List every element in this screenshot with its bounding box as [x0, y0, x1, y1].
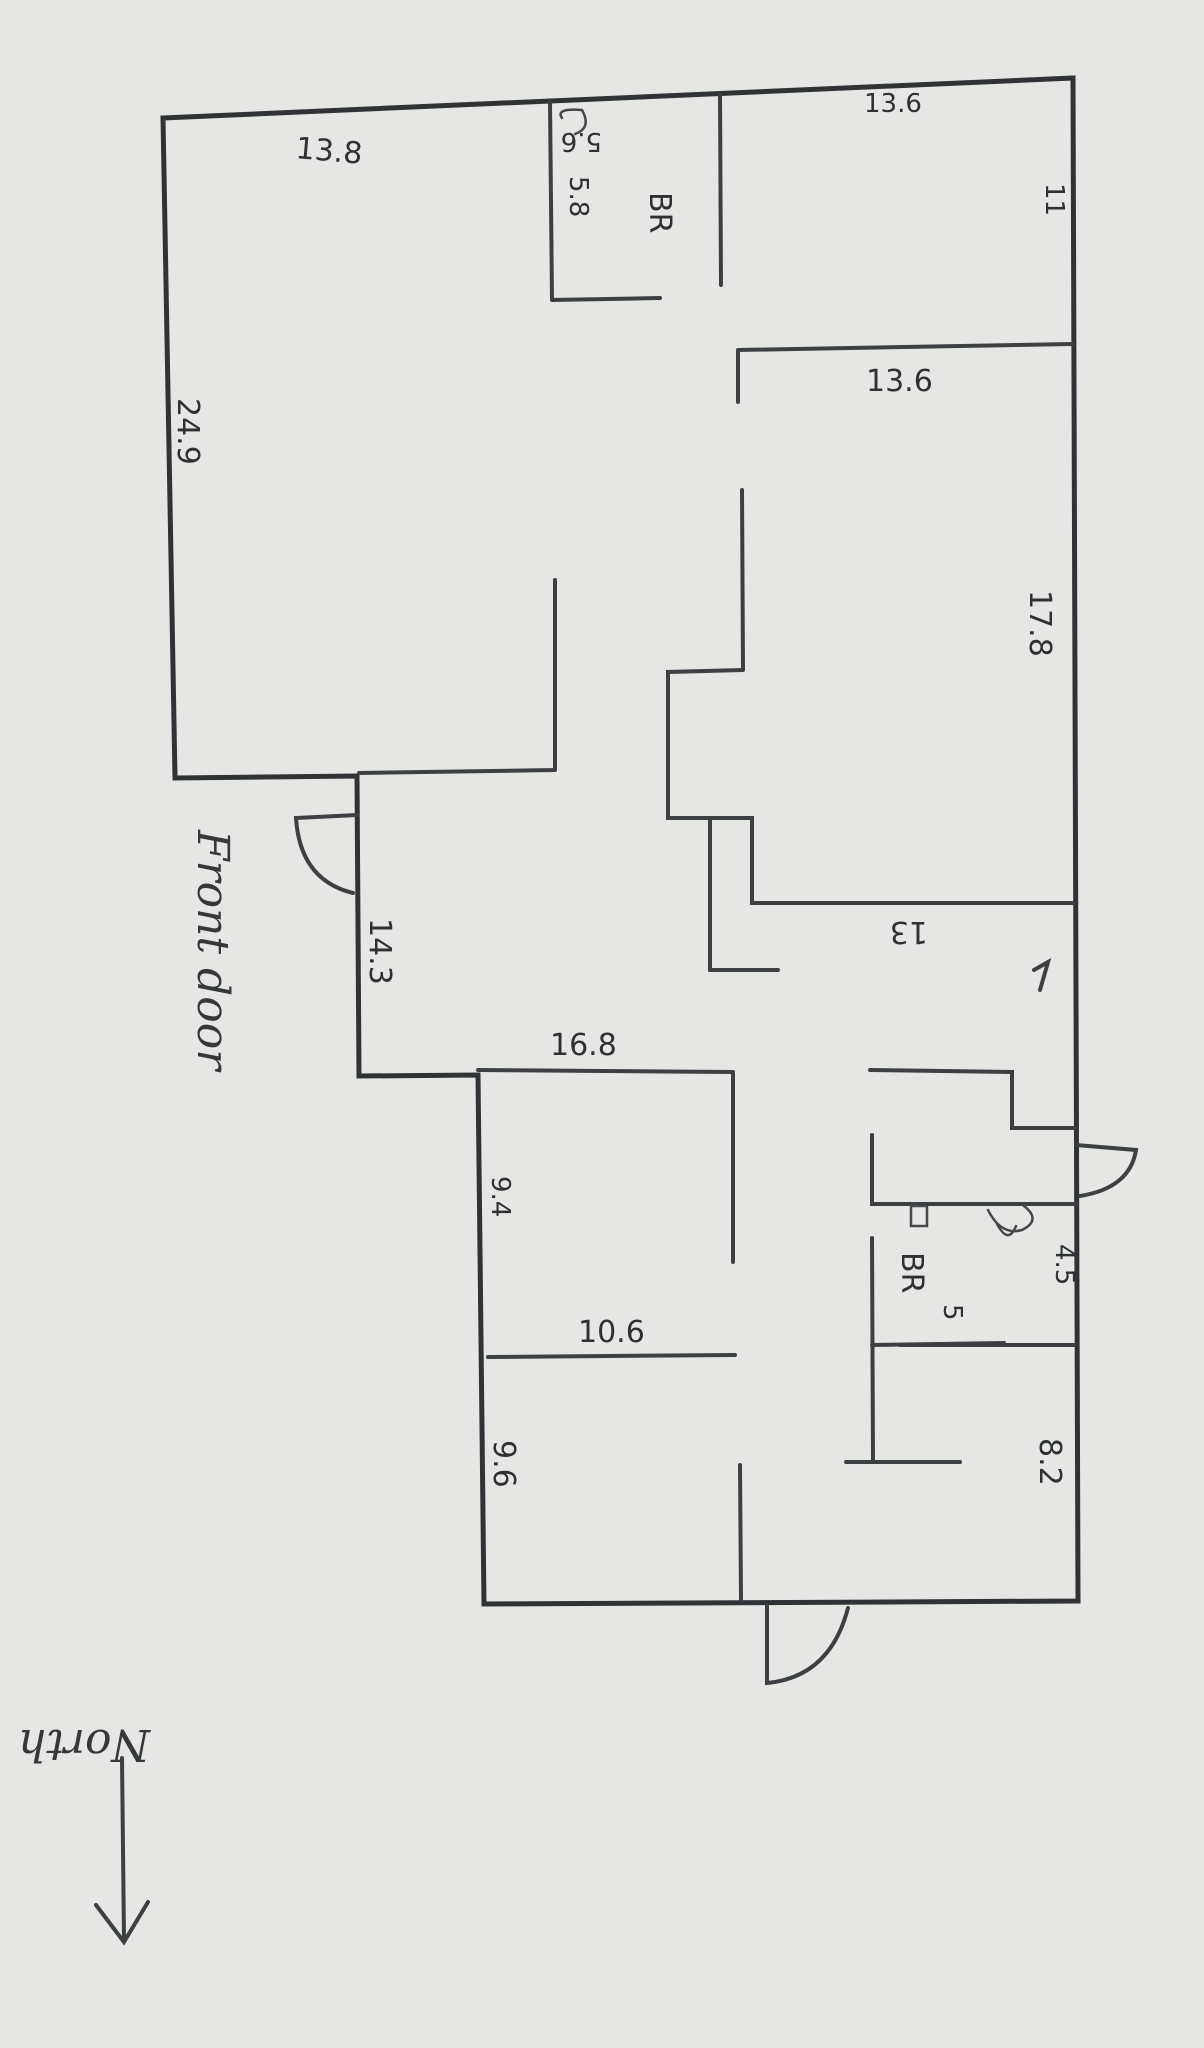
dimension-label: 13.6: [864, 89, 922, 119]
rear-door-swing: [765, 1604, 850, 1686]
dimension-label: 5.8: [563, 176, 593, 217]
dimension-label: 13.6: [866, 364, 933, 399]
north-arrow-icon: [94, 1756, 150, 1946]
exterior-wall: [160, 75, 1081, 1607]
dimension-label: 5: [937, 1304, 967, 1321]
dimension-label: 13.8: [294, 131, 364, 172]
bathroom-fixtures: [559, 108, 1034, 1237]
dimension-label: 16.8: [550, 1028, 617, 1063]
dimension-label: 4.5: [1049, 1244, 1079, 1285]
door-marker: [1032, 957, 1052, 992]
room-label-br-2: BR: [894, 1252, 929, 1293]
dimension-label: 10.6: [578, 1315, 645, 1350]
room-label-br-1: BR: [642, 192, 677, 233]
dimension-label: 9.4: [485, 1176, 515, 1217]
dimension-labels: 13.8 5.6 5.8 13.6 11 24.9 13.6 17.8 13 1…: [170, 89, 1079, 1488]
dimension-label: 8.2: [1032, 1438, 1067, 1486]
front-door-swing: [293, 813, 359, 895]
side-door-swing: [1074, 1143, 1139, 1198]
dimension-label: 24.9: [170, 398, 205, 465]
dimension-label: 17.8: [1022, 590, 1057, 657]
interior-walls: [357, 93, 1078, 1602]
dimension-label: 13: [890, 914, 928, 949]
dimension-label: 14.3: [362, 918, 397, 985]
north-label: North: [18, 1719, 151, 1770]
dimension-label: 9.6: [486, 1440, 521, 1488]
dimension-label: 5.6: [561, 126, 602, 156]
front-door-label: Front door: [187, 829, 238, 1073]
dimension-label: 11: [1039, 183, 1069, 216]
